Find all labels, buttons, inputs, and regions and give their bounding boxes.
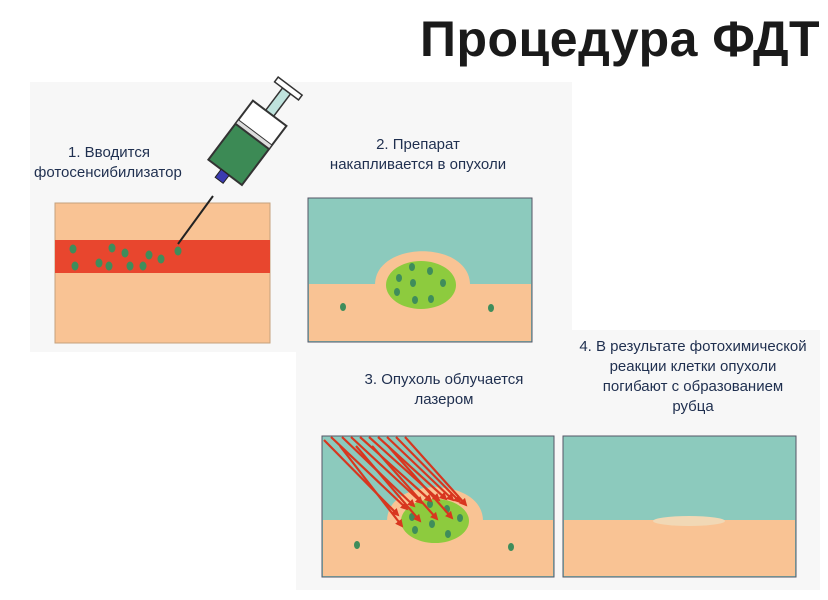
syringe-needle [177, 195, 214, 245]
cell [121, 248, 129, 258]
cell [445, 530, 451, 538]
cell [139, 261, 147, 271]
cell [394, 288, 400, 296]
laser-beams [323, 436, 468, 528]
cell [71, 261, 79, 271]
page-title: Процедура ФДТ [420, 11, 821, 67]
laser-beam [404, 436, 468, 507]
laser-beam [371, 445, 439, 521]
cell [409, 263, 415, 271]
panel-3-tissue [321, 435, 555, 578]
cell [396, 274, 402, 282]
step-3-line-1: 3. Опухоль облучается [364, 371, 524, 388]
scar [653, 516, 725, 526]
syringe-icon [177, 76, 304, 245]
step-2-label: 2. Препарат накапливается в опухоли [318, 135, 518, 175]
cell [429, 520, 435, 528]
tumor-2 [386, 261, 456, 309]
laser-beam [339, 445, 404, 528]
step-1-line-2: фотосенсибилизатор [34, 164, 182, 181]
cell [440, 279, 446, 287]
step-2-line-1: 2. Препарат [376, 136, 460, 153]
syringe-hub [214, 168, 230, 185]
cell [457, 514, 463, 522]
cell [95, 258, 103, 268]
vessel-cells [69, 243, 182, 271]
step-4-line-2: реакции клетки опухоли [609, 358, 777, 375]
cell [412, 296, 418, 304]
step-1-line-1: 1. Вводится [68, 144, 150, 161]
laser-beam [395, 436, 462, 504]
cell [69, 244, 77, 254]
cell [126, 261, 134, 271]
step-4-label: 4. В результате фотохимической реакции к… [562, 337, 824, 417]
step-2-line-2: накапливается в опухоли [329, 156, 507, 173]
step-4-line-4: рубца [672, 398, 714, 415]
syringe-plunger-handle [273, 76, 304, 101]
cell [410, 279, 416, 287]
tumor-3 [401, 499, 469, 543]
cell [354, 541, 360, 549]
cell [427, 267, 433, 275]
panel-4-tissue [562, 435, 797, 578]
step-3-line-2: лазером [414, 391, 474, 408]
step-4-line-1: 4. В результате фотохимической [579, 338, 807, 355]
laser-beam [350, 436, 424, 505]
step-4-line-3: погибают с образованием [602, 378, 784, 395]
step-1-label: 1. Вводится фотосенсибилизатор [34, 143, 182, 183]
panel-2-tissue [307, 197, 533, 343]
tissue-layer-4 [564, 520, 795, 576]
step-3-label: 3. Опухоль облучается лазером [344, 370, 544, 410]
cell [157, 254, 165, 264]
tumor-cells-2 [340, 263, 494, 312]
laser-beam [387, 445, 454, 520]
cell [174, 246, 182, 256]
laser-beam [323, 439, 400, 517]
cell [108, 243, 116, 253]
cell [412, 526, 418, 534]
laser-beam [355, 445, 422, 523]
cell [428, 295, 434, 303]
cell [488, 304, 494, 312]
cell [340, 303, 346, 311]
laser-beam [359, 436, 433, 503]
cell [145, 250, 153, 260]
panel-1-tissue [54, 202, 271, 344]
cell [105, 261, 113, 271]
laser-beam [386, 436, 455, 502]
cell [508, 543, 514, 551]
